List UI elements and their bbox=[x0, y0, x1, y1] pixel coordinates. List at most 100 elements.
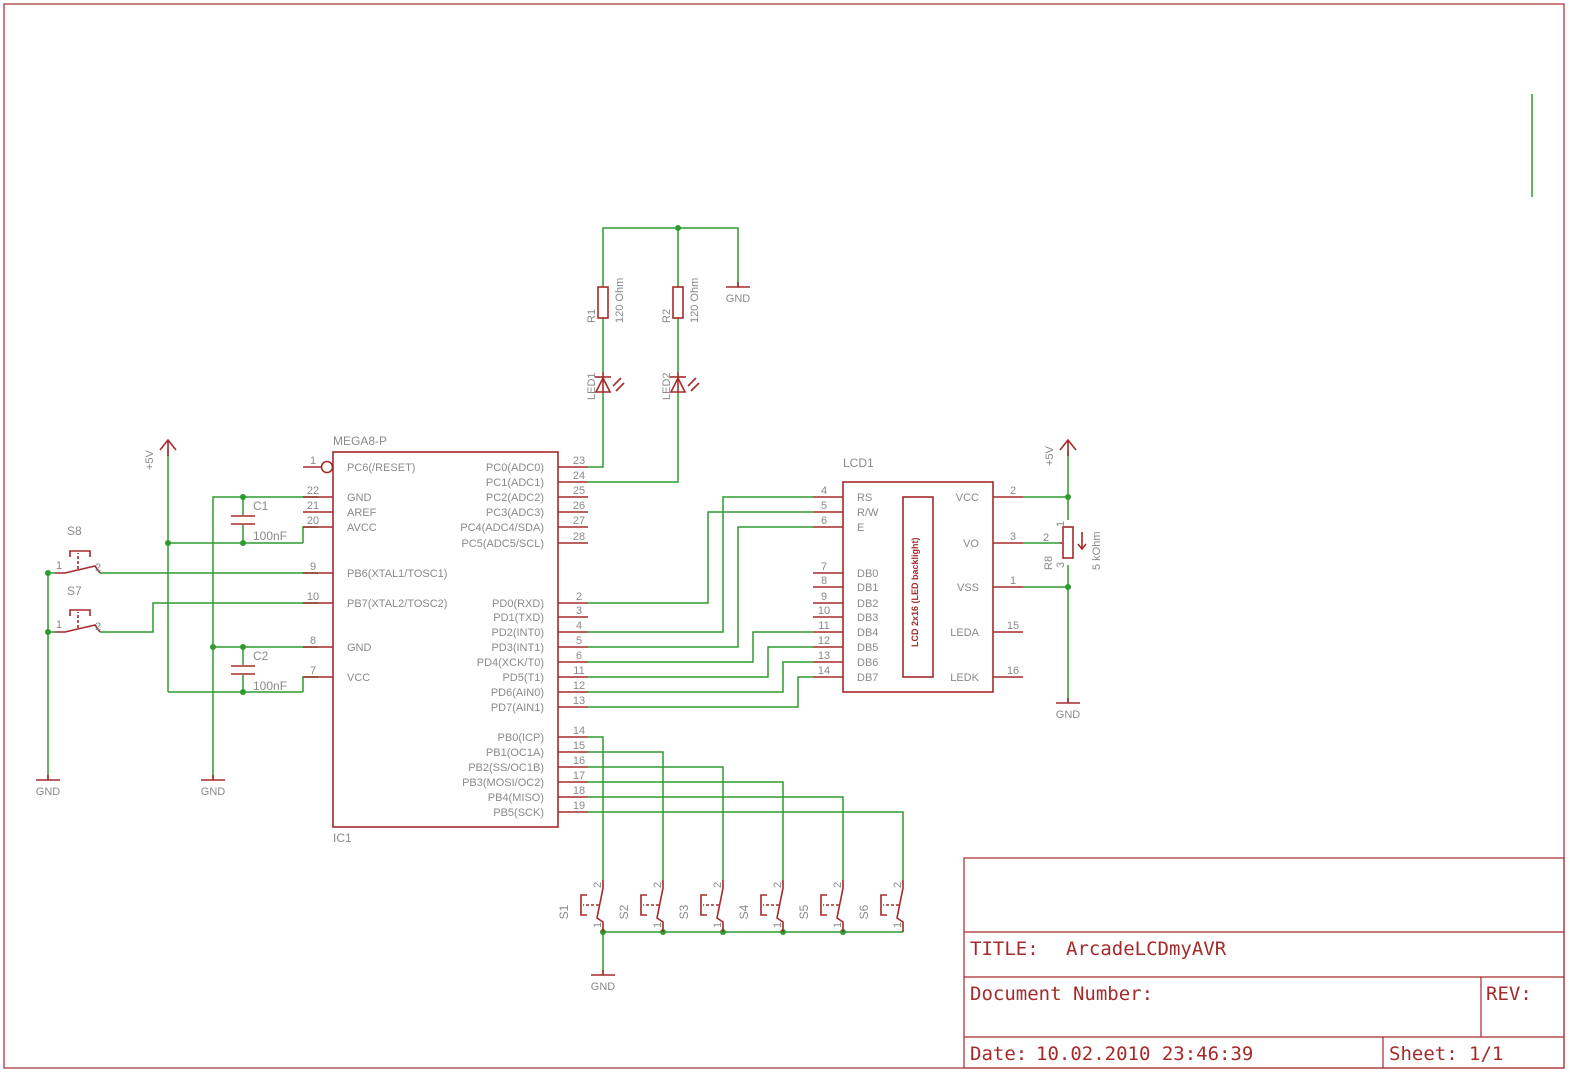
ic1-pin-name: GND bbox=[347, 492, 372, 504]
ic1-pin-name: PB0(ICP) bbox=[498, 732, 544, 744]
ic1-pin-name: PC0(ADC0) bbox=[486, 462, 544, 474]
switch-name: S1 bbox=[557, 904, 571, 919]
ic1-pin-number: 22 bbox=[307, 485, 319, 497]
switch-pin1: 1 bbox=[892, 922, 904, 928]
lcd-pin-name: DB5 bbox=[857, 642, 878, 654]
ic1-pin-name: PB5(SCK) bbox=[493, 807, 544, 819]
supply-label: +5V bbox=[1044, 445, 1056, 466]
docnum-label: Document Number: bbox=[970, 983, 1153, 1005]
lcd-pin-number: 6 bbox=[821, 515, 827, 527]
switch-contact bbox=[776, 880, 784, 932]
ic1-pin-number: 5 bbox=[576, 635, 582, 647]
date-label: Date: bbox=[970, 1043, 1027, 1065]
ic1-pin-number: 13 bbox=[573, 695, 585, 707]
lcd-pin-number: 14 bbox=[818, 665, 830, 677]
sheet-frame bbox=[3, 3, 1565, 1069]
gnd-label: GND bbox=[1056, 709, 1081, 721]
switch-button bbox=[760, 894, 767, 916]
junction-dots bbox=[45, 225, 1071, 935]
ic1-pin-name: PD7(AIN1) bbox=[491, 702, 544, 714]
led2-name: LED2 bbox=[661, 372, 673, 400]
lcd-pin-number: 5 bbox=[821, 500, 827, 512]
date-value: 10.02.2010 23:46:39 bbox=[1036, 1043, 1253, 1065]
title-block: TITLE: ArcadeLCDmyAVR Document Number: R… bbox=[963, 857, 1565, 1069]
lcd-pin-name: DB3 bbox=[857, 612, 878, 624]
capacitor-c1: C1 100nF bbox=[231, 499, 287, 543]
ic1-pin-name: PB7(XTAL2/TOSC2) bbox=[347, 598, 447, 610]
ic1-pin-name: PB6(XTAL1/TOSC1) bbox=[347, 568, 447, 580]
ic1-pin-number: 7 bbox=[310, 665, 316, 677]
switch-s8: S8 1 2 bbox=[55, 524, 101, 574]
capacitor-c2: C2 100nF bbox=[231, 649, 287, 693]
ic1-pin-name: PD2(INT0) bbox=[491, 627, 544, 639]
ic1-pin-name: AREF bbox=[347, 507, 377, 519]
c2-value: 100nF bbox=[253, 679, 287, 693]
lcd-pin-name: RS bbox=[857, 492, 872, 504]
s8-name: S8 bbox=[67, 524, 82, 538]
led1-name: LED1 bbox=[586, 372, 598, 400]
r2-value: 120 Ohm bbox=[689, 278, 701, 323]
c1-value: 100nF bbox=[253, 529, 287, 543]
ic1-pin-number: 16 bbox=[573, 755, 585, 767]
switch-pin2: 2 bbox=[772, 882, 784, 888]
ic1-pin-name: VCC bbox=[347, 672, 370, 684]
lcd-pin-name: VO bbox=[963, 538, 979, 550]
ic1-pin-number: 18 bbox=[573, 785, 585, 797]
resistor-r2: R2 120 Ohm bbox=[661, 278, 701, 323]
lcd-pin-name: DB7 bbox=[857, 672, 878, 684]
c1-name: C1 bbox=[253, 499, 269, 513]
ic1-pin-number: 9 bbox=[310, 561, 316, 573]
ic1-pin-number: 24 bbox=[573, 470, 585, 482]
lcd-pin-number: 9 bbox=[821, 591, 827, 603]
lcd-pin-number: 10 bbox=[818, 605, 830, 617]
switch-pin2: 2 bbox=[712, 882, 724, 888]
ic1-left-pins: 1PC6(/RESET)22GND21AREF20AVCC9PB6(XTAL1/… bbox=[303, 455, 447, 684]
resistor-r1: R1 120 Ohm bbox=[586, 278, 626, 323]
switch-pin2: 2 bbox=[892, 882, 904, 888]
lcd-pin-name: VSS bbox=[957, 582, 979, 594]
switch-button bbox=[700, 894, 707, 916]
lcd-pin-number: 16 bbox=[1007, 665, 1019, 677]
ic1-pin-number: 6 bbox=[576, 650, 582, 662]
switch-pin1: 1 bbox=[772, 922, 784, 928]
r1-name: R1 bbox=[586, 309, 598, 323]
s7-pin2: 2 bbox=[95, 621, 101, 633]
ic1-pin-number: 10 bbox=[307, 591, 319, 603]
lcd-pin-name: DB1 bbox=[857, 582, 878, 594]
s8-pin1: 1 bbox=[56, 560, 62, 572]
switch-button bbox=[820, 894, 827, 916]
switch-s6: S6 2 1 bbox=[857, 880, 904, 932]
ic1-pin-number: 19 bbox=[573, 800, 585, 812]
ic1-pin-name: PD5(T1) bbox=[502, 672, 544, 684]
lcd-name: LCD1 bbox=[843, 456, 874, 470]
lcd-pin-number: 1 bbox=[1010, 575, 1016, 587]
ic1-pin-name: GND bbox=[347, 642, 372, 654]
switch-pin1: 1 bbox=[712, 922, 724, 928]
ic1-pin-name: PB4(MISO) bbox=[488, 792, 544, 804]
lcd-pin-name: DB4 bbox=[857, 627, 878, 639]
title-value: ArcadeLCDmyAVR bbox=[1066, 938, 1227, 960]
ic1-pin-number: 11 bbox=[573, 665, 584, 677]
ic1-name: IC1 bbox=[333, 831, 352, 845]
lcd-pin-name: DB0 bbox=[857, 568, 878, 580]
lcd-pin-number: 13 bbox=[818, 650, 830, 662]
switch-name: S2 bbox=[617, 904, 631, 919]
c2-name: C2 bbox=[253, 649, 269, 663]
lcd-pin-name: R/W bbox=[857, 507, 879, 519]
switch-contact bbox=[836, 880, 844, 932]
ic1-pin-name: PD0(RXD) bbox=[492, 598, 544, 610]
switch-button bbox=[640, 894, 647, 916]
ic1-pin-name: PC1(ADC1) bbox=[486, 477, 544, 489]
ic1-pin-number: 14 bbox=[573, 725, 585, 737]
ic1-pin-name: PC5(ADC5/SCL) bbox=[461, 538, 544, 550]
ic1-pin-number: 27 bbox=[573, 515, 585, 527]
switch-name: S6 bbox=[857, 904, 871, 919]
ic1-pin-name: PC3(ADC3) bbox=[486, 507, 544, 519]
ic1-pin-number: 20 bbox=[307, 515, 319, 527]
